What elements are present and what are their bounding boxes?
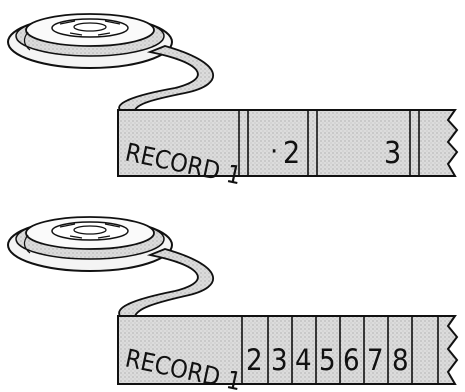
bottom-tape-group: RECORD 1 2 3 4 5 6 7 8 [8, 217, 457, 392]
bottom-reel-icon [8, 217, 172, 271]
top-record-3: 3 [384, 136, 401, 171]
bottom-record-5: 5 [319, 343, 336, 377]
bottom-record-8: 8 [392, 343, 409, 377]
top-record-dot: · [270, 137, 278, 167]
bottom-tape-strip: RECORD 1 2 3 4 5 6 7 8 [118, 316, 457, 392]
top-record-2: 2 [283, 136, 300, 171]
top-tape-group: RECORD 1 · 2 3 [8, 14, 457, 190]
bottom-record-3: 3 [271, 343, 288, 377]
top-reel-icon [8, 14, 172, 68]
bottom-record-7: 7 [367, 343, 384, 377]
top-tape-strip: RECORD 1 · 2 3 [118, 110, 457, 190]
bottom-record-4: 4 [295, 343, 312, 377]
bottom-record-6: 6 [343, 343, 360, 377]
bottom-record-2: 2 [246, 343, 263, 377]
